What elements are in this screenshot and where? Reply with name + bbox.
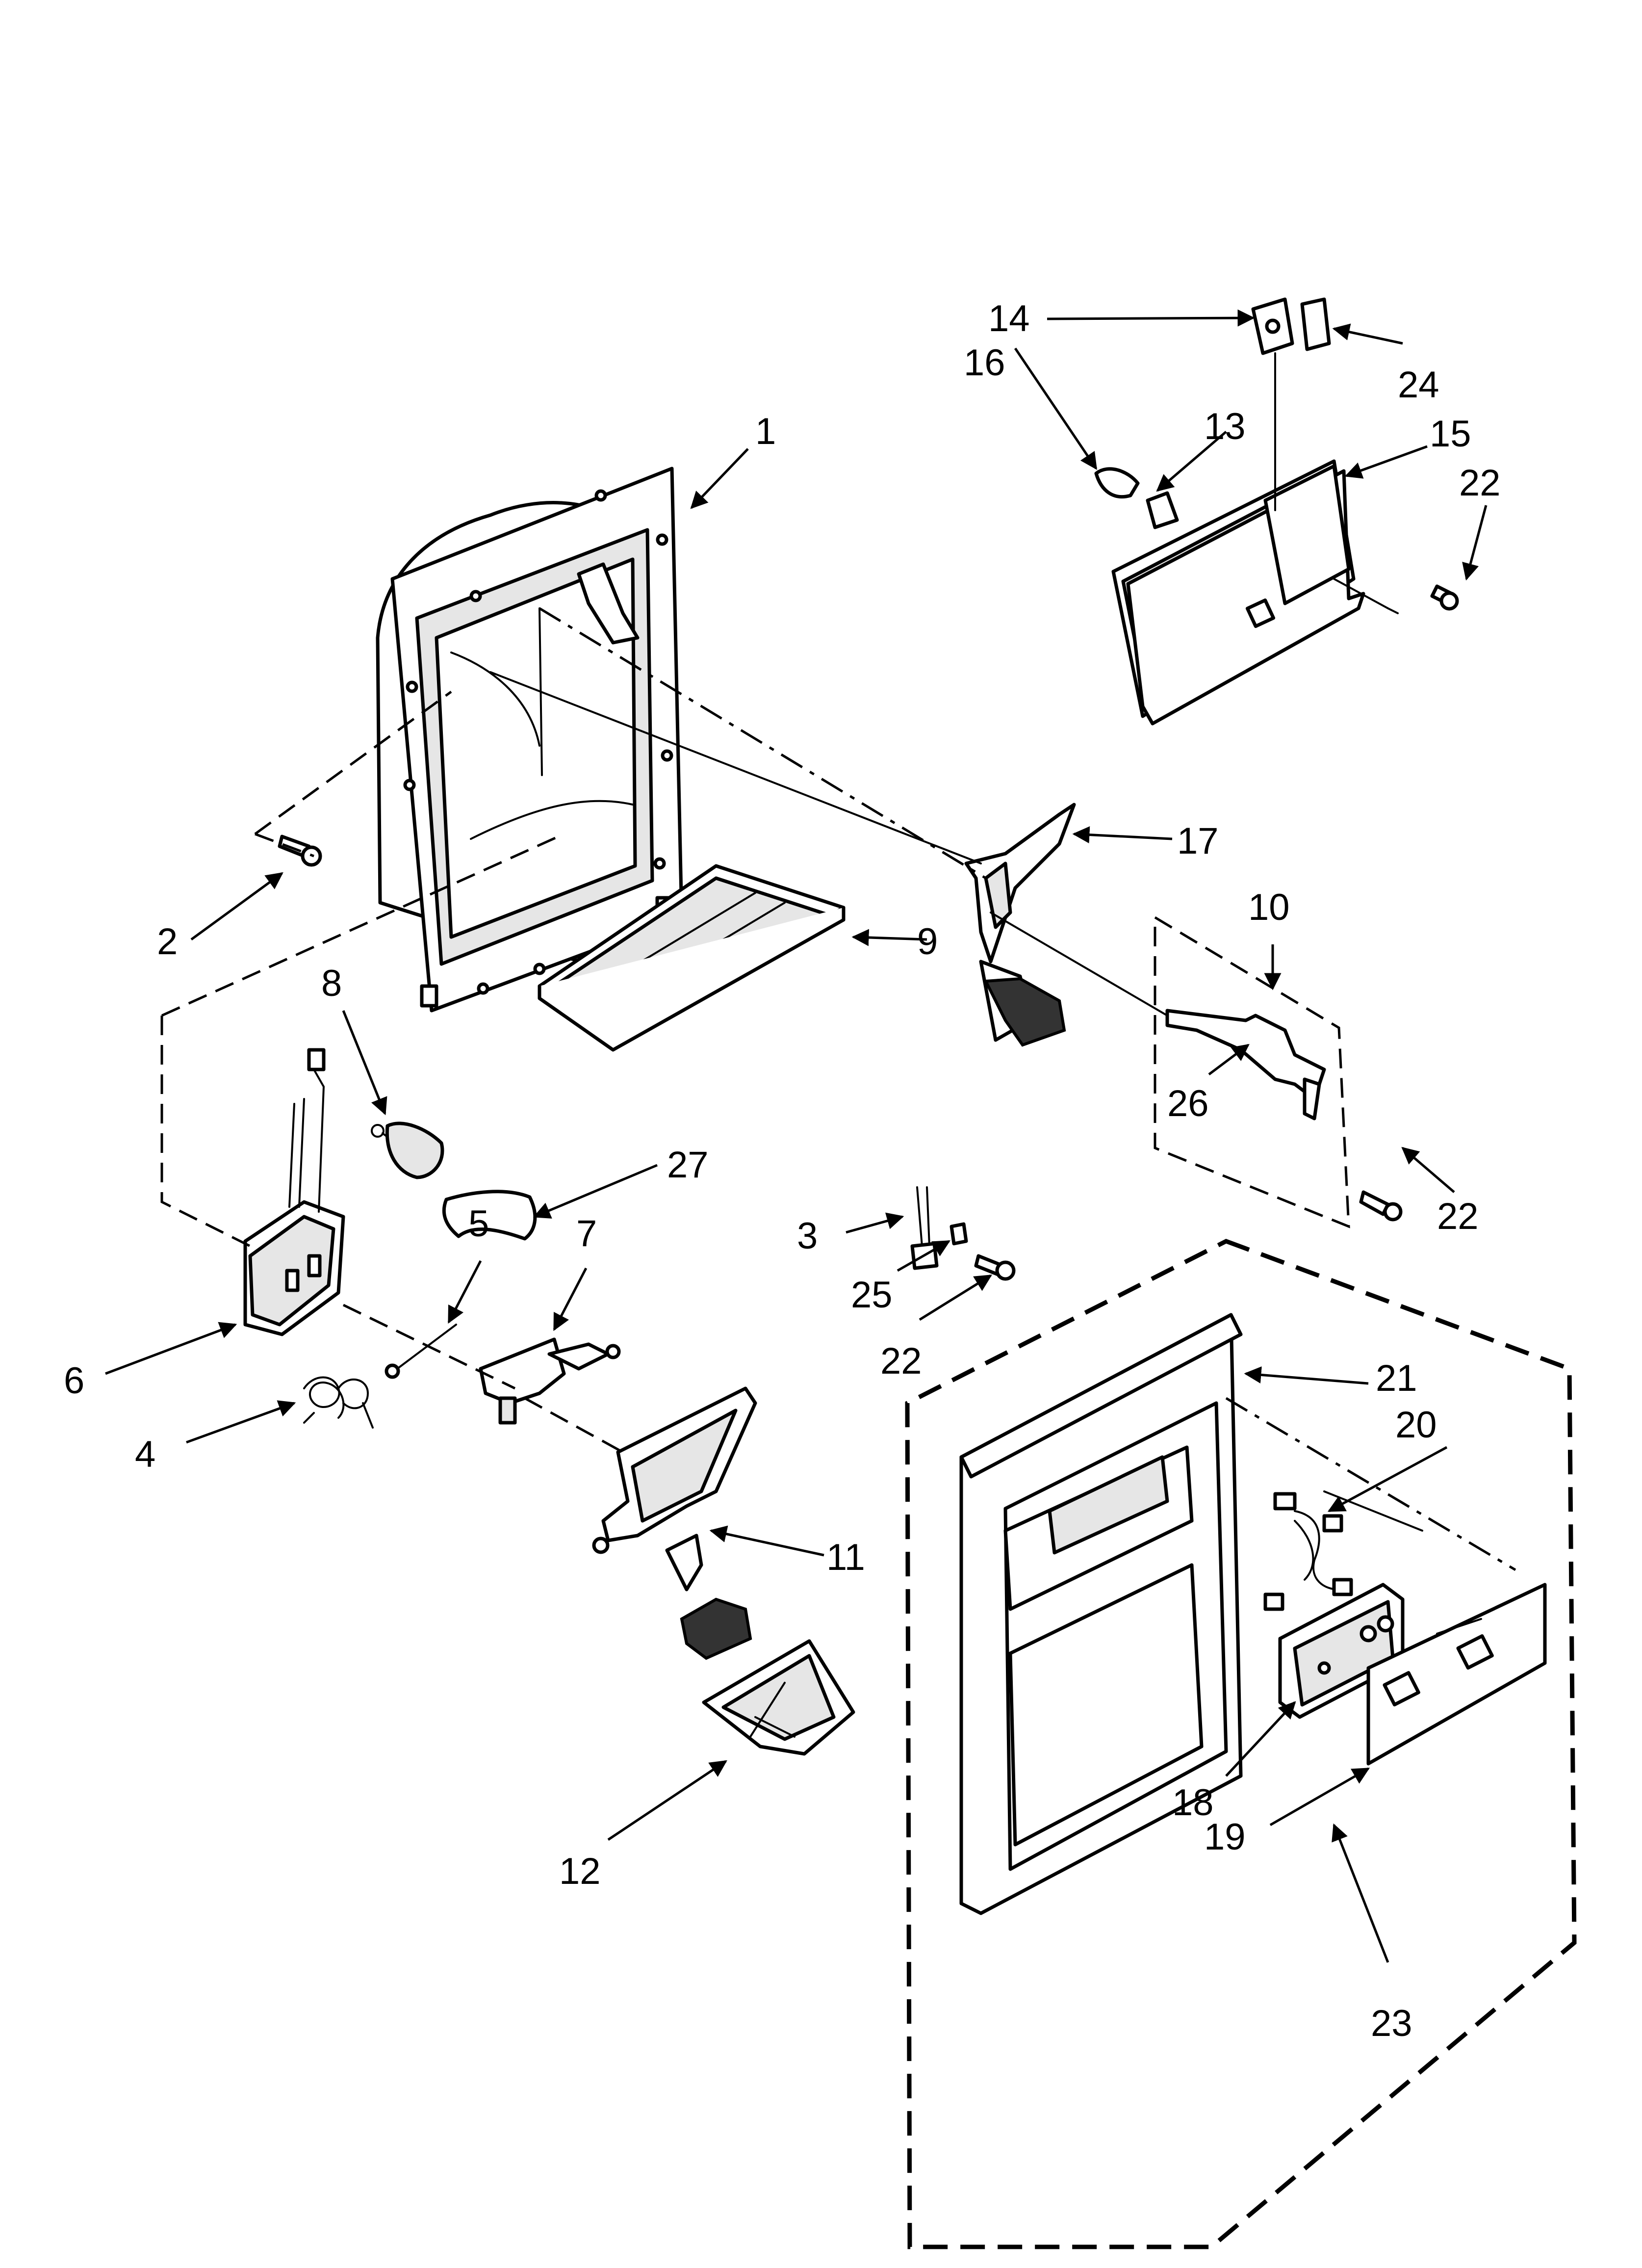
part-6-actuator (243, 1048, 345, 1336)
part-18-control-board (1278, 1583, 1405, 1719)
callout-22-top: 22 (1459, 462, 1501, 504)
part-8-solenoid-plunger (371, 1121, 444, 1179)
callout-11: 11 (826, 1537, 865, 1578)
callout-14: 14 (988, 298, 1030, 339)
part-22-screw-mid (1359, 1190, 1403, 1222)
callout-1: 1 (755, 411, 776, 452)
callout-numbers: 1 2 3 4 5 6 7 8 9 10 11 12 13 14 15 16 1… (64, 298, 1501, 2044)
part-16-lamp-cap (1094, 467, 1140, 499)
callout-16: 16 (964, 342, 1005, 384)
callout-27: 27 (667, 1144, 709, 1186)
part-12-chute (702, 1639, 855, 1756)
callout-6: 6 (64, 1360, 84, 1402)
part-5-pin (385, 1324, 457, 1379)
part-23-front-panel-assembly (905, 1239, 1577, 2249)
part-1-dispenser-housing (376, 467, 684, 1013)
callout-22-mid: 22 (1437, 1196, 1479, 1237)
callout-25: 25 (851, 1274, 893, 1316)
callout-13: 13 (1204, 406, 1246, 447)
part-4-spring (303, 1376, 374, 1429)
part-19-control-overlay (1366, 1583, 1547, 1766)
callout-9: 9 (917, 921, 938, 963)
callout-3: 3 (797, 1215, 818, 1257)
callout-10: 10 (1248, 886, 1290, 928)
part-9-drip-tray (538, 864, 846, 1052)
part-14-switch (1251, 297, 1294, 511)
callout-18: 18 (1172, 1782, 1214, 1824)
part-20-wire-harness (1263, 1492, 1353, 1611)
part-25-gasket (949, 1222, 968, 1246)
callout-4: 4 (135, 1434, 155, 1475)
callout-26: 26 (1167, 1083, 1209, 1124)
callout-17: 17 (1177, 820, 1219, 862)
callout-22-small: 22 (880, 1340, 922, 1382)
callout-12: 12 (559, 1851, 601, 1892)
part-13-lamp-socket (1146, 491, 1179, 529)
part-22-screw-top (1430, 584, 1459, 611)
callout-7: 7 (576, 1213, 597, 1254)
callout-15: 15 (1430, 413, 1471, 455)
part-15-control-housing (1111, 459, 1399, 726)
callout-24: 24 (1398, 364, 1439, 406)
part-7-bracket (479, 1337, 621, 1425)
callout-19: 19 (1204, 1816, 1246, 1858)
leader-lines (105, 309, 1488, 1963)
part-21-front-panel (959, 1313, 1243, 1915)
part-17-ice-paddle-arm (964, 803, 1076, 1047)
part-24-insulator (1300, 297, 1331, 351)
part-10-lever-kit (1154, 915, 1350, 1228)
part-11-water-paddle (592, 1386, 757, 1660)
part-27-cover (442, 1190, 537, 1241)
callout-21: 21 (1376, 1357, 1417, 1399)
part-26-lever (1165, 1009, 1326, 1121)
part-22-screw-small (974, 1254, 1016, 1281)
callout-23: 23 (1371, 2003, 1412, 2044)
callout-5: 5 (468, 1203, 489, 1245)
callout-20: 20 (1395, 1404, 1437, 1446)
callout-8: 8 (321, 963, 342, 1004)
callout-2: 2 (157, 921, 178, 963)
